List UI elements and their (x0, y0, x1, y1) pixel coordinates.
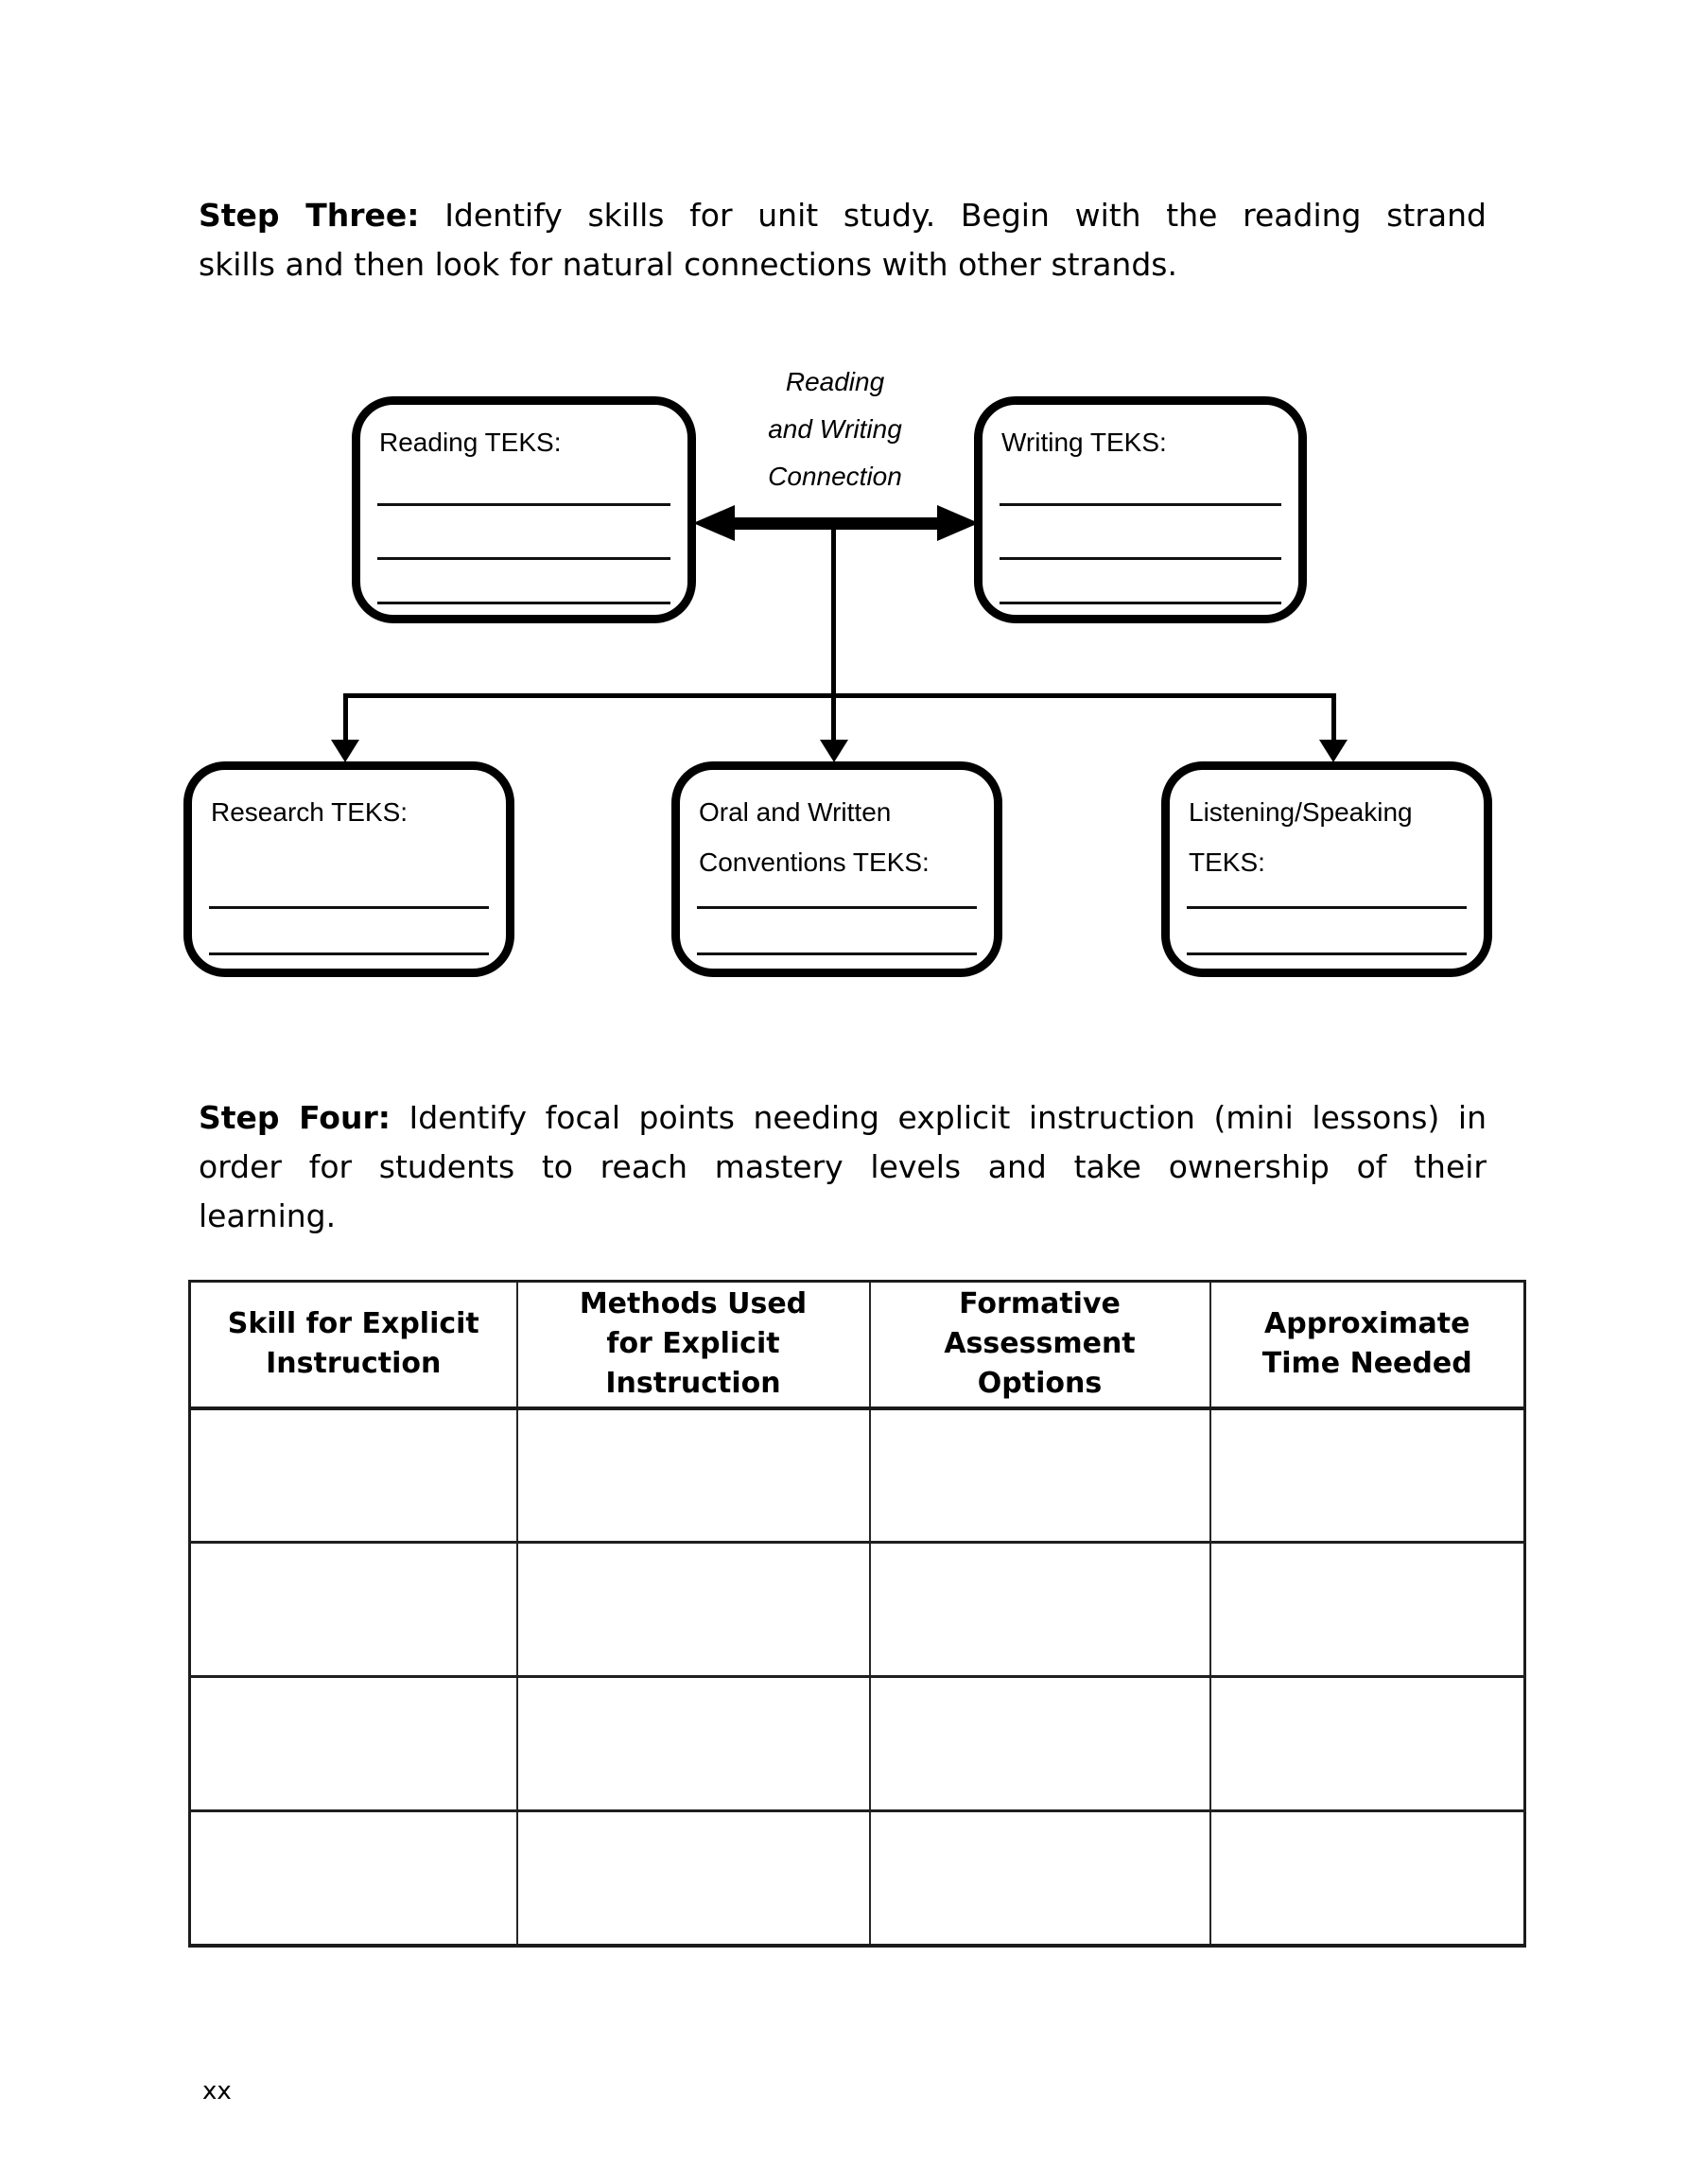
table-cell (868, 1406, 1211, 1544)
step-three-heading: Step Three: (199, 197, 420, 234)
step-four-heading: Step Four: (199, 1099, 391, 1136)
table-cell (1209, 1809, 1526, 1947)
table-cell (188, 1809, 518, 1947)
writing-teks-label: Writing TEKS: (1001, 428, 1167, 457)
write-line (697, 906, 977, 909)
table-row (188, 1406, 1526, 1544)
oral-written-conventions-teks-box: Oral and Written Conventions TEKS: (671, 761, 1002, 977)
down-arrow-icon (331, 740, 359, 762)
page-number: xx (202, 2077, 232, 2105)
center-connector-line (831, 526, 836, 743)
step-three-text-1: Identify skills for unit study. Begin wi… (444, 197, 1487, 234)
double-arrow-shaft (728, 517, 944, 530)
table-cell (1209, 1406, 1526, 1544)
step-three-line-1: Step Three: Identify skills for unit stu… (199, 191, 1487, 240)
arrow-left-head-icon (693, 505, 735, 541)
table-cell (188, 1675, 518, 1812)
table-cell (188, 1406, 518, 1544)
header-line: Formative (959, 1287, 1121, 1321)
column-header-assessment: Formative Assessment Options (868, 1280, 1211, 1410)
write-line (1000, 503, 1281, 506)
oral-conventions-label-line-1: Oral and Written (699, 797, 892, 827)
step-four-line-3: learning. (199, 1197, 337, 1234)
table-cell (515, 1406, 871, 1544)
table-cell (515, 1675, 871, 1812)
header-line: Instruction (605, 1367, 781, 1401)
write-line (697, 952, 977, 955)
column-header-methods: Methods Used for Explicit Instruction (515, 1280, 871, 1410)
header-line: Options (977, 1367, 1103, 1401)
oral-conventions-label: Oral and Written Conventions TEKS: (699, 787, 983, 887)
table-cell (1209, 1675, 1526, 1812)
table-row (188, 1809, 1526, 1947)
write-line (377, 503, 670, 506)
header-line: Methods Used (579, 1287, 808, 1321)
reading-writing-connection-label: Reading and Writing Connection (693, 358, 977, 500)
table-cell (515, 1541, 871, 1678)
step-four-line-1: Step Four: Identify focal points needing… (199, 1093, 1487, 1143)
write-line (209, 952, 489, 955)
write-line (377, 602, 670, 604)
header-line: Assessment (944, 1327, 1136, 1361)
reading-teks-label: Reading TEKS: (379, 428, 562, 457)
header-line: for Explicit (606, 1327, 780, 1361)
step-four-text-1: Identify focal points needing explicit i… (409, 1099, 1487, 1136)
write-line (1000, 557, 1281, 560)
column-header-time: Approximate Time Needed (1209, 1280, 1526, 1410)
step-four-paragraph: Step Four: Identify focal points needing… (199, 1093, 1487, 1241)
down-arrow-icon (1319, 740, 1348, 762)
connection-label-line-1: Reading (785, 367, 885, 396)
step-three-paragraph: Step Three: Identify skills for unit stu… (199, 191, 1487, 289)
arrow-right-head-icon (937, 505, 979, 541)
step-four-line-2: order for students to reach mastery leve… (199, 1148, 1487, 1185)
write-line (377, 557, 670, 560)
header-line: Skill for Explicit (227, 1307, 479, 1341)
table-row (188, 1541, 1526, 1678)
header-line: Time Needed (1261, 1347, 1472, 1381)
table-cell (1209, 1541, 1526, 1678)
write-line (209, 906, 489, 909)
step-three-line-2: skills and then look for natural connect… (199, 246, 1177, 283)
header-line: Instruction (266, 1347, 442, 1381)
listening-speaking-label-line-2: TEKS: (1189, 847, 1265, 877)
writing-teks-box: Writing TEKS: (974, 396, 1307, 623)
listening-speaking-teks-box: Listening/Speaking TEKS: (1161, 761, 1492, 977)
table-cell (515, 1809, 871, 1947)
table-cell (868, 1675, 1211, 1812)
table-row (188, 1675, 1526, 1812)
branch-line (343, 693, 1336, 698)
connection-label-line-2: and Writing (768, 414, 902, 444)
write-line (1000, 602, 1281, 604)
reading-teks-box: Reading TEKS: (352, 396, 696, 623)
down-arrow-icon (820, 740, 848, 762)
right-drop-line (1331, 693, 1336, 743)
listening-speaking-label-line-1: Listening/Speaking (1189, 797, 1413, 827)
table-cell (188, 1541, 518, 1678)
listening-speaking-label: Listening/Speaking TEKS: (1189, 787, 1472, 887)
explicit-instruction-planning-table: Skill for Explicit Instruction Methods U… (188, 1280, 1526, 1948)
table-cell (868, 1541, 1211, 1678)
left-drop-line (343, 693, 348, 743)
column-header-skill: Skill for Explicit Instruction (188, 1280, 518, 1410)
table-header-row: Skill for Explicit Instruction Methods U… (188, 1280, 1526, 1410)
research-teks-label: Research TEKS: (211, 797, 409, 827)
write-line (1187, 906, 1467, 909)
write-line (1187, 952, 1467, 955)
research-teks-box: Research TEKS: (183, 761, 514, 977)
table-cell (868, 1809, 1211, 1947)
oral-conventions-label-line-2: Conventions TEKS: (699, 847, 930, 877)
connection-label-line-3: Connection (768, 462, 902, 491)
header-line: Approximate (1264, 1307, 1470, 1341)
